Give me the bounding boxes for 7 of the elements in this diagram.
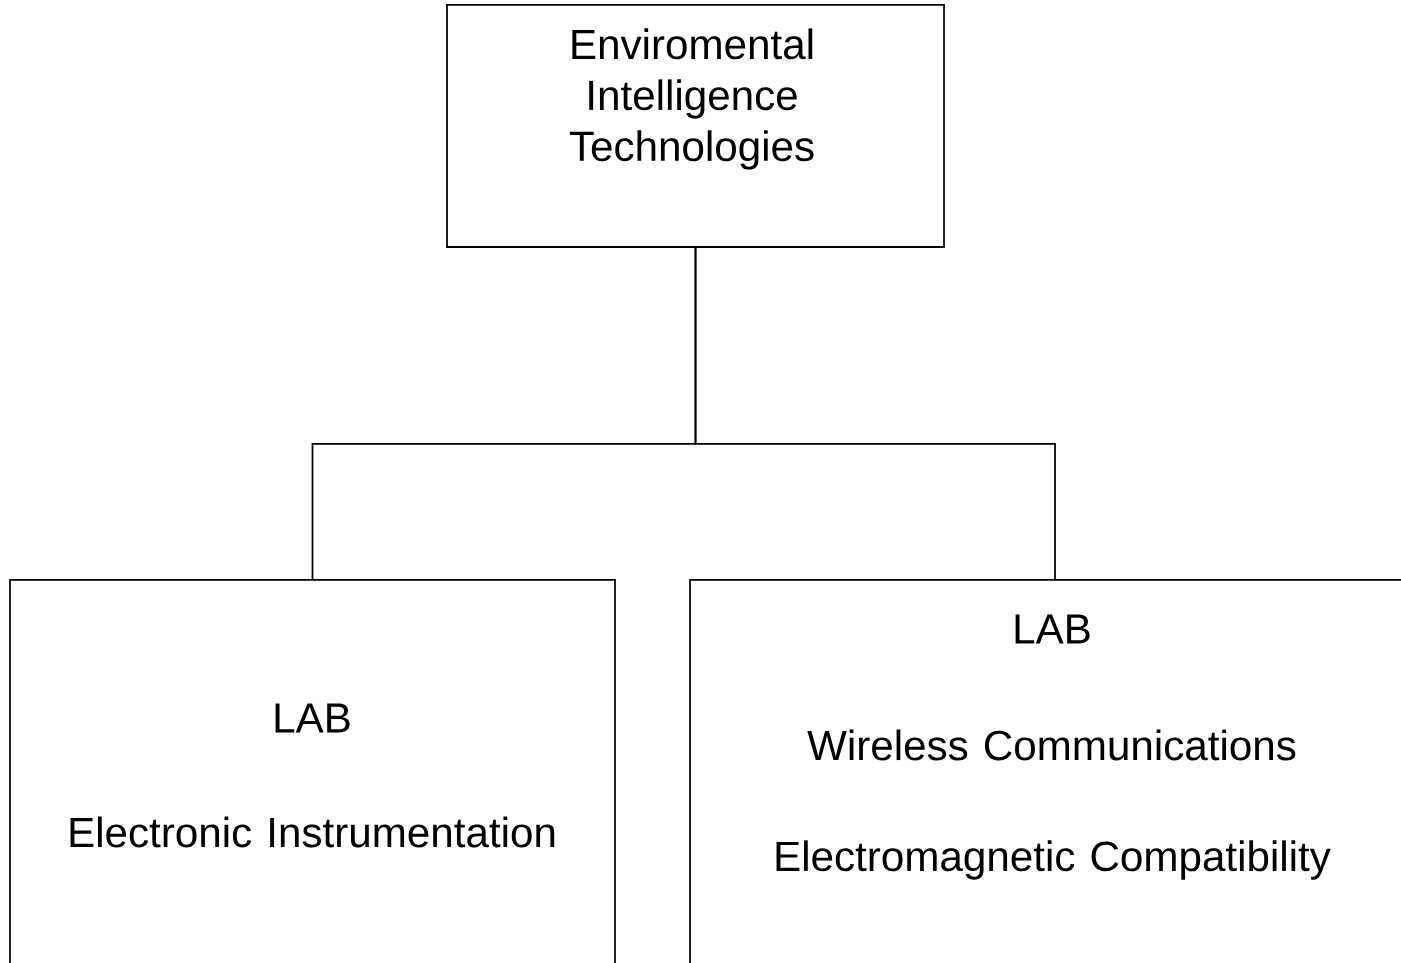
box-label: LAB: [1015, 614, 1090, 644]
box-label: LAB: [275, 703, 350, 733]
box-label: Electromagnetic Compatibility: [776, 840, 1331, 880]
box-label: Wireless Communications: [807, 729, 1296, 761]
box-label: Enviromental Intelligence Technologies: [569, 28, 814, 170]
connector-line: [694, 247, 1056, 580]
box-label: Electronic Instrumentation: [70, 816, 555, 848]
